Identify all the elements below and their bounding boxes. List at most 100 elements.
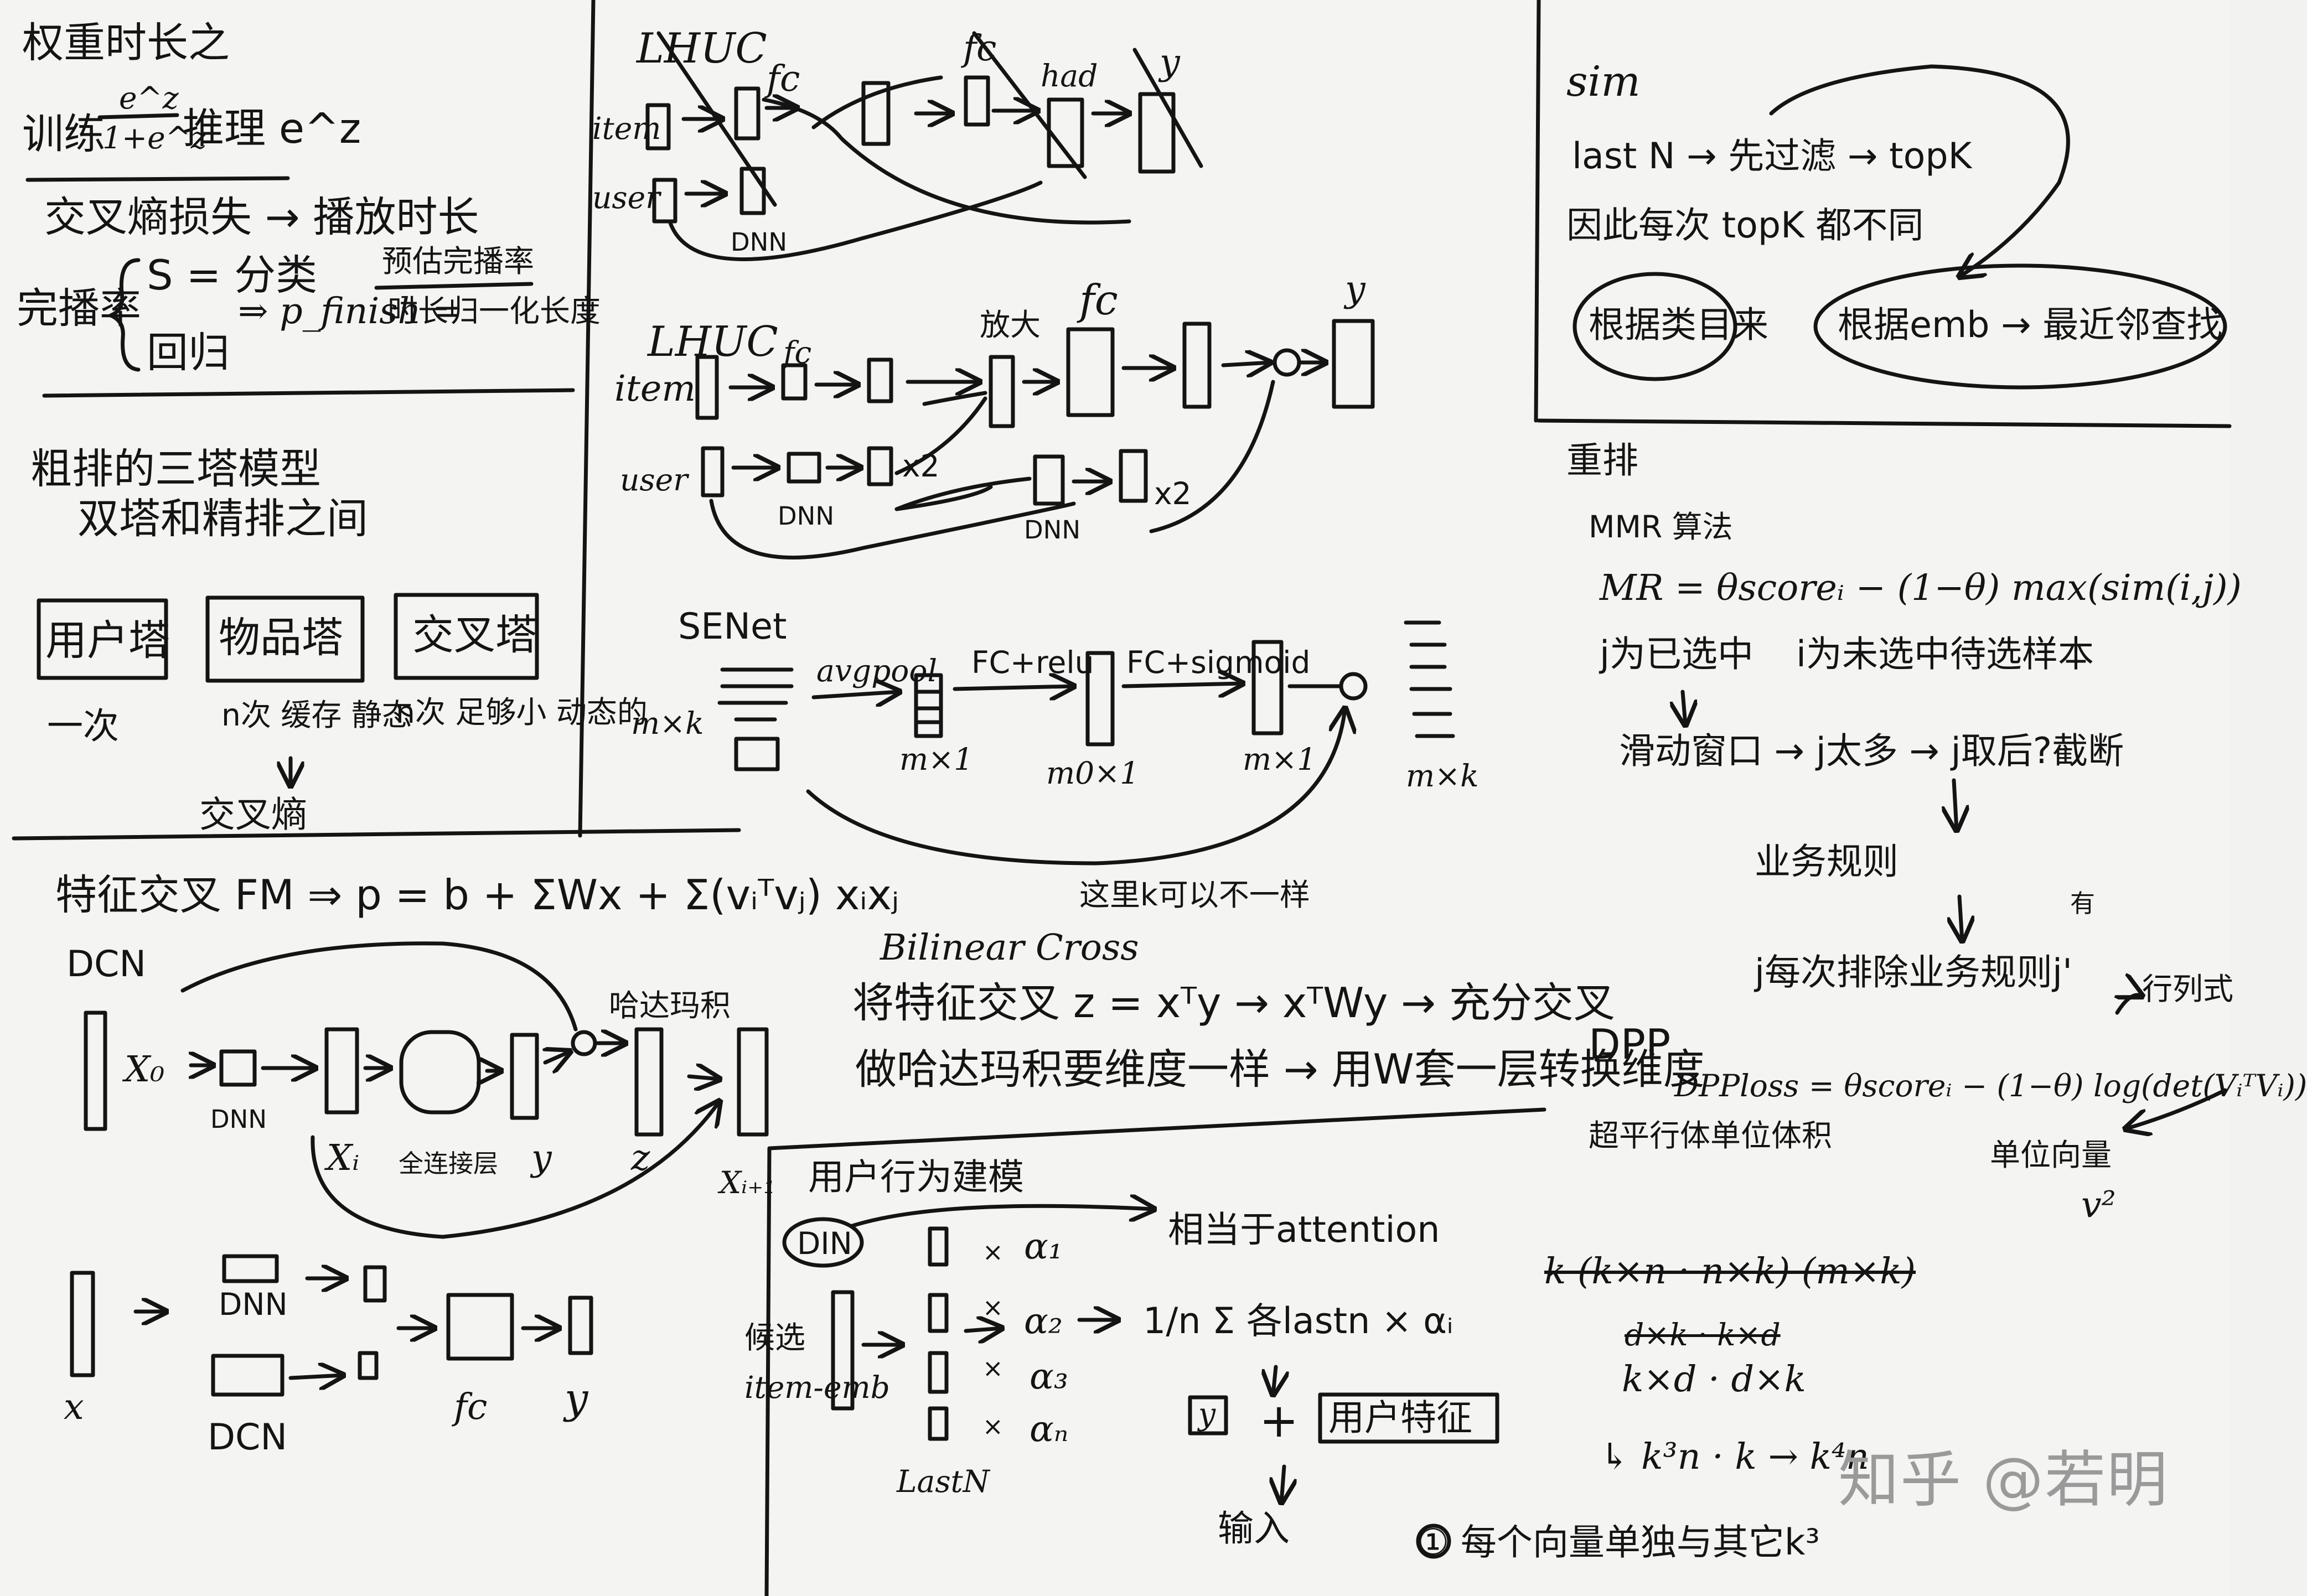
times-1: ×	[982, 1237, 1004, 1267]
coarse-title: 粗排的三塔模型	[30, 444, 322, 493]
title-underline-tl	[25, 176, 290, 182]
x0-label: X₀	[125, 1049, 165, 1090]
bottom-dnn-box	[222, 1254, 279, 1283]
lhuc2-box-after	[1182, 322, 1212, 409]
senet-mx1a: m×1	[899, 742, 974, 777]
lhuc2-user-box4	[1119, 449, 1148, 503]
item-emb-label: item-emb	[744, 1370, 890, 1405]
lhuc1-box-e	[1047, 97, 1084, 168]
senet-mxk2: m×k	[1406, 758, 1479, 794]
senet-mx1b: m×1	[1243, 742, 1317, 777]
lhuc1-user: user	[592, 180, 660, 215]
senet-fc-sigmoid: FC+sigmoid	[1126, 645, 1311, 680]
infer-label: 推理 e^z	[183, 104, 361, 153]
rule-line: j每次排除业务规则j'	[1755, 952, 2072, 993]
behavior-title: 用户行为建模	[808, 1157, 1025, 1198]
note-item: n次 缓存 静态	[221, 697, 412, 733]
senet-fc-relu: FC+relu	[971, 645, 1094, 680]
senet-box-mx1b	[1251, 640, 1284, 735]
divider-topleft-horizontal	[42, 388, 575, 398]
dcn-z-box	[634, 1027, 664, 1137]
note-page: 权重时长之 训练 e^z 1+e^z 推理 e^z 交叉熵损失 → 播放时长 完…	[12, 0, 2307, 1596]
dpp-title: DPP	[1589, 1020, 1671, 1069]
lhuc2-box-y	[1332, 319, 1375, 409]
box-item-tower	[205, 595, 365, 683]
p-finish: ⇒ p_finish =	[238, 291, 463, 332]
frac-bar-tl	[97, 113, 179, 120]
xi-label: Xᵢ	[327, 1137, 360, 1179]
divider-left-vertical	[578, 0, 596, 838]
lhuc1-had: had	[1041, 58, 1098, 94]
dcn-x0-box	[84, 1011, 107, 1131]
brace-s	[108, 258, 141, 372]
rule-extra: 有	[2070, 889, 2096, 918]
lhuc1-box-c	[861, 81, 891, 146]
unit-vec: 单位向量	[1990, 1137, 2112, 1173]
senet-mxk: m×k	[631, 706, 704, 741]
ce-line: 交叉熵损失 → 播放时长	[44, 193, 479, 241]
alpha-n: αₙ	[1030, 1408, 1069, 1450]
lhuc2-user-box	[701, 446, 725, 498]
lhuc1-title: LHUC	[637, 24, 767, 72]
lhuc2-merge-node	[1273, 348, 1301, 377]
lhuc2-fc-big: fc	[1079, 276, 1118, 324]
bottom-x-label: x	[64, 1386, 84, 1428]
box-user-tower	[37, 598, 168, 680]
note-cross: n次 足够小 动态的	[396, 695, 648, 730]
bottom-fc-label: fc	[454, 1386, 488, 1428]
senet-m0x1: m0×1	[1046, 755, 1140, 791]
frac-den: 1+e^z	[102, 120, 207, 156]
sim-oval1: 根据类目来	[1589, 304, 1769, 346]
bottom-dnn-out	[363, 1265, 387, 1303]
desc-j: j为已选中	[1600, 634, 1754, 675]
lhuc1-y: y	[1160, 42, 1180, 83]
din-label: DIN	[797, 1226, 852, 1261]
lastn-box-2	[928, 1293, 949, 1333]
dcn-dnn-box	[219, 1049, 257, 1087]
dpp-formula: DPPloss = θscoreᵢ − (1−θ) log(det(VᵢᵀVᵢ)…	[1674, 1068, 2307, 1103]
times-4: ×	[982, 1412, 1004, 1441]
lastn-label: LastN	[897, 1464, 990, 1499]
bottom-x-box	[70, 1271, 95, 1377]
train-label: 训练	[22, 110, 106, 158]
lhuc1-box-a	[734, 86, 761, 141]
bottom-dnn-label: DNN	[219, 1287, 288, 1322]
box-cross-tower	[394, 593, 539, 680]
dnn-label: DNN	[210, 1105, 267, 1134]
lhuc2-x2a: x2	[902, 448, 940, 484]
sim-line2: 因此每次 topK 都不同	[1566, 205, 1924, 246]
num-circle	[1416, 1524, 1451, 1559]
lhuc2-fc-box	[781, 363, 808, 401]
frac-bottom: 时长归一化长度	[387, 293, 601, 329]
k-strike: k (k×n · n×k) (m×k)	[1544, 1251, 1916, 1292]
ink-drawing	[12, 0, 2232, 1596]
frac-bar-pfinish	[374, 282, 534, 290]
lhuc2-box-big	[1066, 327, 1115, 417]
dcn-xi1-box	[737, 1027, 769, 1137]
alpha-2: α₂	[1024, 1300, 1063, 1342]
lhuc2-dnn1: DNN	[778, 501, 834, 531]
tower-item: 物品塔	[219, 613, 344, 662]
behavior-plus: +	[1259, 1393, 1299, 1448]
lastn-box-3	[928, 1351, 949, 1394]
senet-scale-node	[1339, 672, 1368, 701]
mmr-label: MMR 算法	[1589, 509, 1733, 545]
lhuc1-item-box	[645, 103, 671, 151]
coarse-ce: 交叉熵	[199, 794, 308, 836]
behavior-formula: 1/n Σ 各lastn × αᵢ	[1143, 1300, 1453, 1342]
senet-title: SENet	[678, 606, 787, 647]
senet-note: 这里k可以不一样	[1079, 877, 1310, 913]
user-feat-box	[1318, 1392, 1499, 1444]
alpha-3: α₃	[1030, 1356, 1068, 1397]
circle-note: ① 每个向量单独与其它k³	[1417, 1522, 1820, 1563]
sim-line1: last N → 先过滤 → topK	[1572, 136, 1972, 177]
sim-title: sim	[1566, 57, 1641, 106]
lhuc2-item: item	[614, 368, 696, 410]
lhuc1-fc2: fc	[963, 28, 997, 69]
user-feat-label: 用户特征	[1328, 1397, 1473, 1439]
divider-right-horizontal	[1537, 418, 2232, 428]
rerank-title: 重排	[1566, 440, 1639, 481]
bottom-dcn-box	[211, 1354, 285, 1397]
senet-output-stack	[1404, 620, 1455, 738]
lhuc2-box-a	[867, 357, 893, 403]
